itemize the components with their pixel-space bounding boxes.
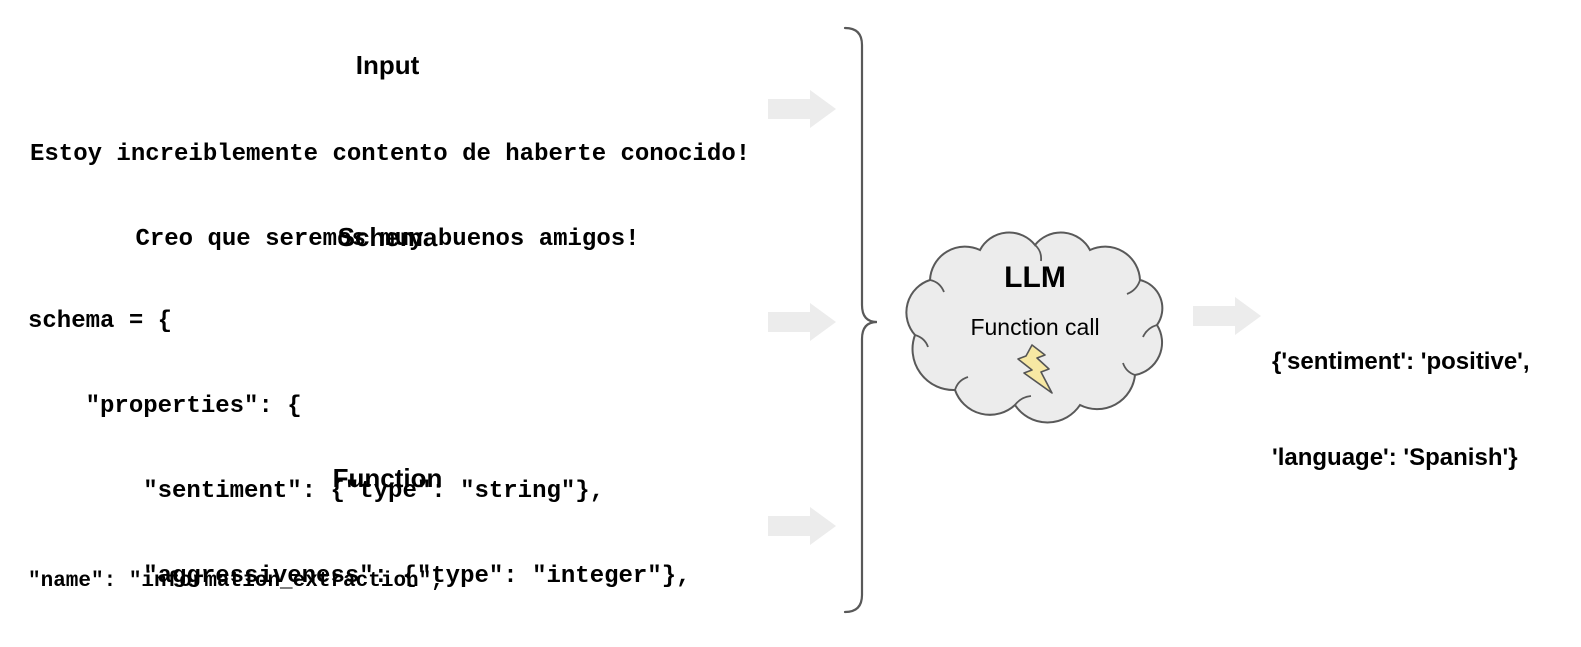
schema-section-title: Schema	[337, 222, 438, 252]
output-arrow-icon	[1193, 297, 1261, 335]
function-arrow-icon	[768, 507, 836, 545]
input-line: Estoy increiblemente contento de haberte…	[30, 140, 751, 168]
arrow-shape	[768, 90, 836, 128]
curly-brace-icon	[843, 26, 878, 614]
function-section-title: Function	[332, 463, 443, 493]
cloud-inner-cusps	[914, 244, 1158, 406]
code-line: "name": "information_extraction",	[28, 570, 444, 593]
cloud-outline	[905, 231, 1164, 424]
code-line: schema = {	[28, 307, 173, 335]
function-code-block: "name": "information_extraction", "descr…	[28, 488, 734, 647]
brace-path	[843, 26, 878, 614]
output-line: {'sentiment': 'positive',	[1272, 348, 1530, 375]
input-line: Creo que seremos muy buenos amigos!	[135, 226, 640, 254]
bolt-shape	[1017, 344, 1053, 394]
llm-label: LLM	[1004, 261, 1066, 294]
arrow-shape	[768, 303, 836, 341]
input-arrow-icon	[768, 90, 836, 128]
schema-code-block: schema = { "properties": { "sentiment": …	[28, 251, 691, 647]
code-line: "sentiment": {"type": "string"},	[28, 478, 605, 506]
output-result-block: {'sentiment': 'positive', 'language': 'S…	[1272, 282, 1530, 538]
llm-cloud-icon	[905, 231, 1164, 424]
arrow-shape	[768, 507, 836, 545]
code-line: "properties": {	[28, 393, 302, 421]
arrow-shape	[1193, 297, 1261, 335]
lightning-bolt-icon	[1017, 344, 1053, 394]
code-line: "aggressiveness": {"type": "integer"},	[28, 563, 691, 591]
output-line: 'language': 'Spanish'}	[1272, 444, 1518, 471]
input-text-block: Estoy increiblemente contento de haberte…	[30, 84, 751, 311]
function-call-label: Function call	[970, 314, 1100, 340]
schema-arrow-icon	[768, 303, 836, 341]
input-section-title: Input	[355, 50, 420, 80]
